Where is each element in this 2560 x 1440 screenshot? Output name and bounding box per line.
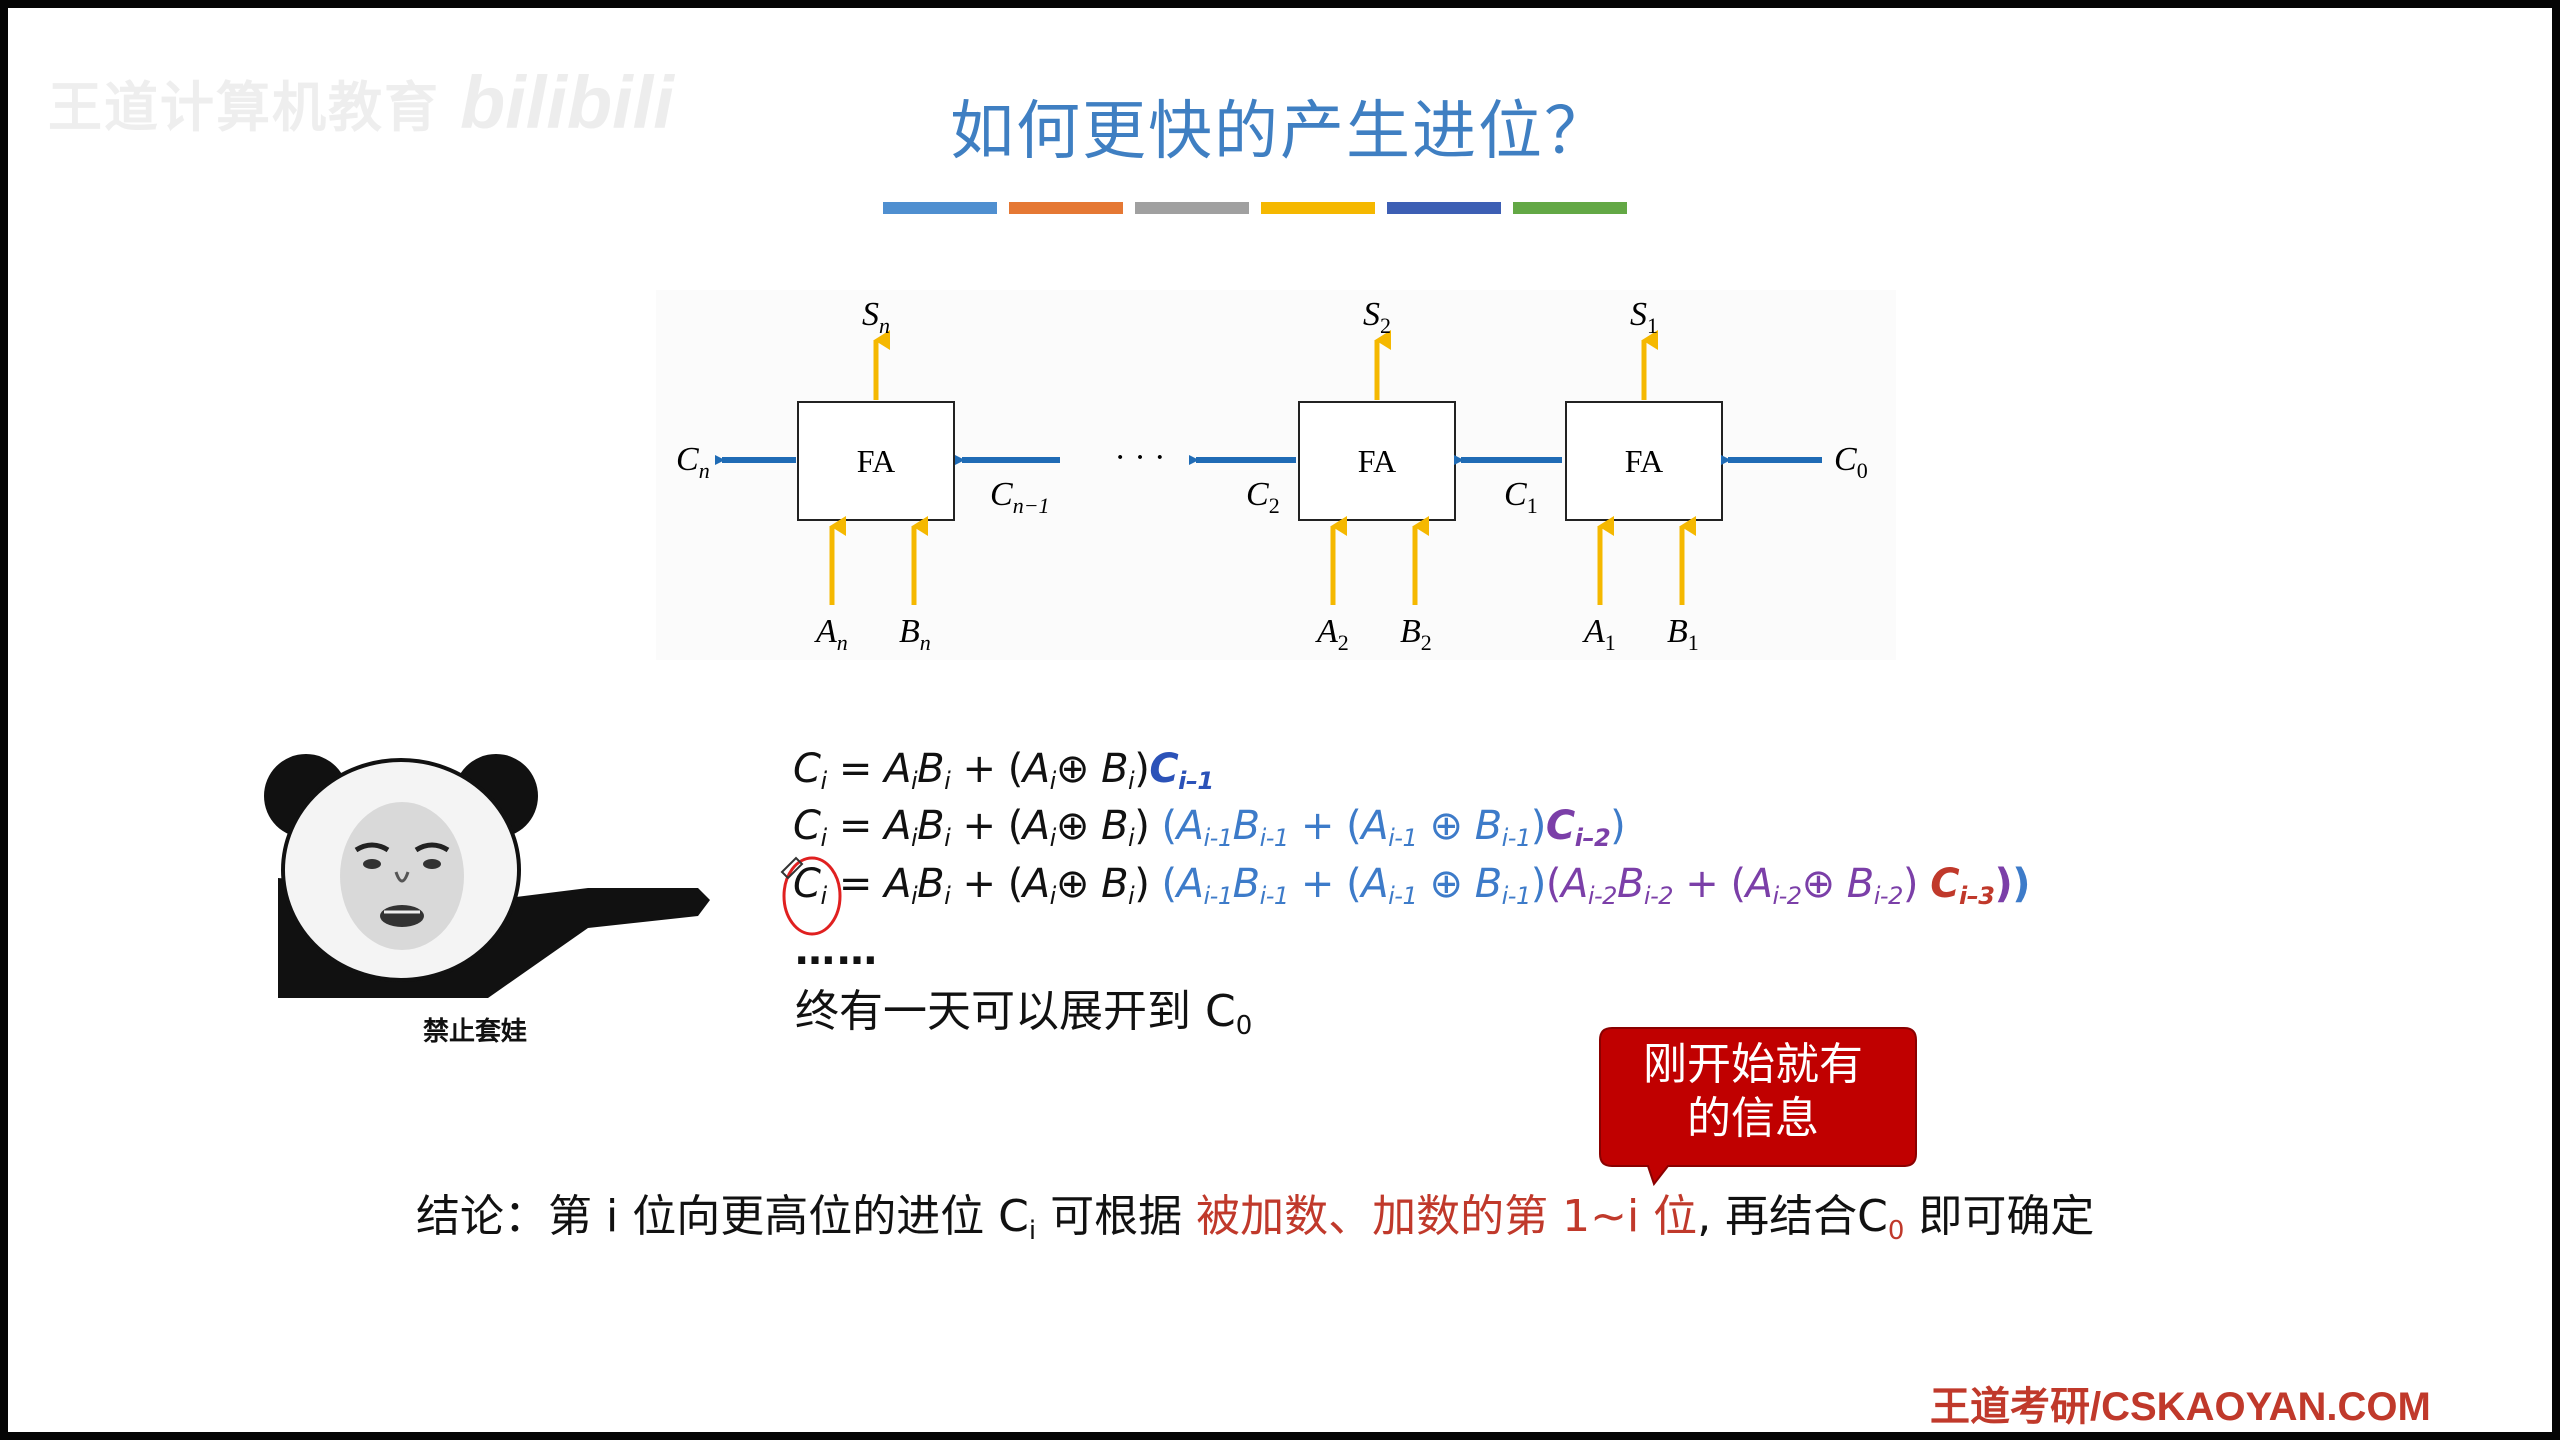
label-s1: S1 xyxy=(1630,296,1658,338)
label-c1: C1 xyxy=(1504,476,1538,518)
label-an: An xyxy=(814,613,848,655)
continuation-dots: …… xyxy=(795,928,879,974)
conclusion-highlight: 被加数、加数的第 1~i 位 xyxy=(1196,1191,1698,1242)
label-b2: B2 xyxy=(1400,613,1432,655)
bilibili-logo: bilibili xyxy=(460,61,674,144)
pencil-icon xyxy=(780,856,804,880)
label-b1: B1 xyxy=(1667,613,1699,655)
ellipsis: · · · xyxy=(1115,439,1166,476)
fa-label: FA xyxy=(1625,443,1664,479)
full-adder-block-n xyxy=(797,401,955,521)
label-cn: Cn xyxy=(676,441,710,483)
callout-line: 刚开始就有 xyxy=(1643,1039,1863,1090)
meme-caption: 禁止套娃 xyxy=(423,1017,528,1047)
equation-line-1: Ci = AiBi + (Ai⊕ Bi)Ci–1 xyxy=(793,746,1214,795)
slide: 王道计算机教育 bilibili 如何更快的产生进位？ FA FA FA · ·… xyxy=(8,8,2552,1432)
color-segment xyxy=(1009,202,1123,214)
label-a2: A2 xyxy=(1315,613,1349,655)
color-segment xyxy=(1513,202,1627,214)
callout-text: 刚开始就有 的信息 xyxy=(1598,1038,1908,1146)
label-bn: Bn xyxy=(899,613,931,655)
label-c2: C2 xyxy=(1246,476,1280,518)
full-adder-block-1 xyxy=(1565,401,1723,521)
color-segment xyxy=(1135,202,1249,214)
fa-label: FA xyxy=(857,443,896,479)
conclusion-text: 结论：第 i 位向更高位的进位 Ci 可根据 被加数、加数的第 1~i 位, 再… xyxy=(416,1191,2095,1246)
callout-bubble xyxy=(1599,1027,1917,1186)
red-circle-annotation xyxy=(780,856,842,936)
panda-meme-image xyxy=(264,754,710,998)
watermark: 王道计算机教育 bilibili xyxy=(48,60,674,145)
label-s2: S2 xyxy=(1363,296,1391,338)
full-adder-block-2 xyxy=(1298,401,1456,521)
label-a1: A1 xyxy=(1582,613,1616,655)
color-segment xyxy=(883,202,997,214)
equation-line-2: Ci = AiBi + (Ai⊕ Bi) (Ai-1Bi-1 + (Ai-1 ⊕… xyxy=(793,803,1626,852)
ripple-carry-adder-diagram: FA FA FA · · · Sn S2 S1 Cn Cn−1 xyxy=(656,290,1896,660)
face-photo xyxy=(340,802,464,950)
color-segment xyxy=(1261,202,1375,214)
label-c0: C0 xyxy=(1834,441,1868,483)
equation-line-3: Ci = AiBi + (Ai⊕ Bi) (Ai-1Bi-1 + (Ai-1 ⊕… xyxy=(793,861,2031,910)
label-cn1: Cn−1 xyxy=(990,476,1050,518)
label-sn: Sn xyxy=(862,296,890,338)
callout-line: 的信息 xyxy=(1687,1093,1819,1144)
color-bar xyxy=(883,202,1627,214)
slide-title: 如何更快的产生进位？ xyxy=(950,95,1610,169)
fa-label: FA xyxy=(1358,443,1397,479)
color-segment xyxy=(1387,202,1501,214)
footer-brand: 王道考研/CSKAOYAN.COM xyxy=(1930,1385,2431,1429)
expansion-note: 终有一天可以展开到 C0 xyxy=(795,986,1253,1041)
watermark-text: 王道计算机教育 xyxy=(48,78,440,138)
